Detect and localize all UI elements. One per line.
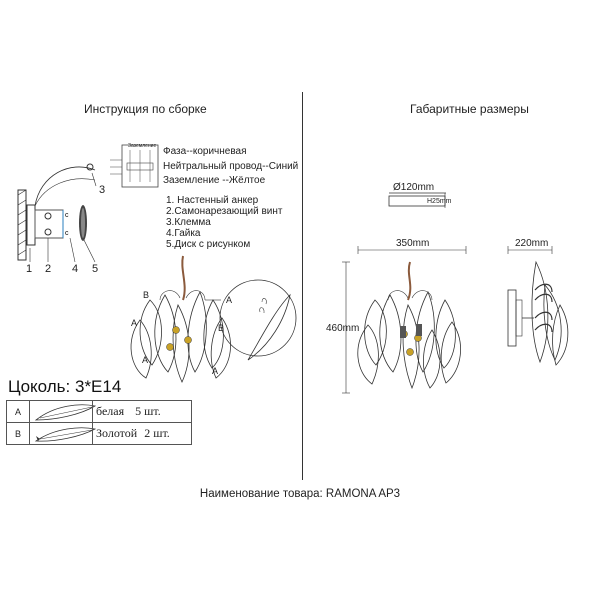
callout-1: 1 [26,263,33,275]
plate-height-label: H25mm [427,198,452,205]
part-item: 5.Диск с рисунком [166,239,251,250]
depth-label: 220mm [515,238,549,249]
dimensions-title: Габаритные размеры [410,102,529,116]
callout-3: 3 [99,184,106,196]
leaf-label-b: B [218,323,225,333]
svg-text:c: c [65,230,69,237]
width-label: 350mm [396,238,430,249]
leaf-label-a: A [226,295,233,305]
lamp-side-view [507,260,569,366]
leaf-label-a: A [142,355,149,365]
callout-4: 4 [72,263,79,275]
part-item: 3.Клемма [166,217,211,228]
row-letter: A [6,400,30,423]
table-row: A белая 5 шт. [6,400,192,423]
depth-dimension-line [507,246,553,254]
mount-plate-dimension [388,192,446,208]
lamp-sketch-left [130,255,231,383]
height-label: 460mm [326,323,360,334]
row-leaf-picture [29,400,93,423]
row-letter: B [6,422,30,445]
leaf-label-b: B [143,290,150,300]
section-divider [302,92,303,480]
row-description: белая 5 шт. [92,400,192,423]
row-leaf-picture [29,422,93,445]
svg-text:c: c [65,212,69,219]
width-dimension-line [357,246,467,254]
part-item: 4.Гайка [166,228,201,239]
parts-list: 1. Настенный анкер 2.Самонарезающий винт… [166,195,282,250]
socket-label: Цоколь: [8,377,71,396]
socket-value: 3*E14 [74,377,122,396]
wiring-terminal-box [110,144,159,188]
leaf-label-a: A [212,366,219,376]
part-item: 2.Самонарезающий винт [166,206,283,217]
row-description: Золотой 2 шт. [92,422,192,445]
wire-phase: Фаза--коричневая [163,146,247,157]
callout-2: 2 [45,263,52,275]
diameter-label: Ø120mm [393,182,435,193]
leaf-detail-callout [205,279,297,361]
leaf-quantity-table: A белая 5 шт. B Золотой 2 шт. [6,400,192,445]
height-dimension-line [342,261,350,394]
socket-spec: Цоколь: 3*E14 [8,377,121,397]
table-row: B Золотой 2 шт. [6,422,192,445]
wire-color-list: Фаза--коричневая Нейтральный провод--Син… [163,145,298,189]
wire-ground: Заземление --Жёлтое [163,175,266,186]
leaf-label-a: A [131,318,138,328]
wall-anchor-drawing: c c [17,163,97,263]
assembly-title: Инструкция по сборке [84,102,207,116]
wire-neutral: Нейтральный провод--Синий [163,160,299,172]
part-item: 1. Настенный анкер [166,195,259,206]
lamp-front-view [357,261,461,390]
callout-5: 5 [92,263,99,275]
product-name: Наименование товара: RAMONA AP3 [199,488,401,500]
terminal-ground-label: Заземление [128,143,157,149]
